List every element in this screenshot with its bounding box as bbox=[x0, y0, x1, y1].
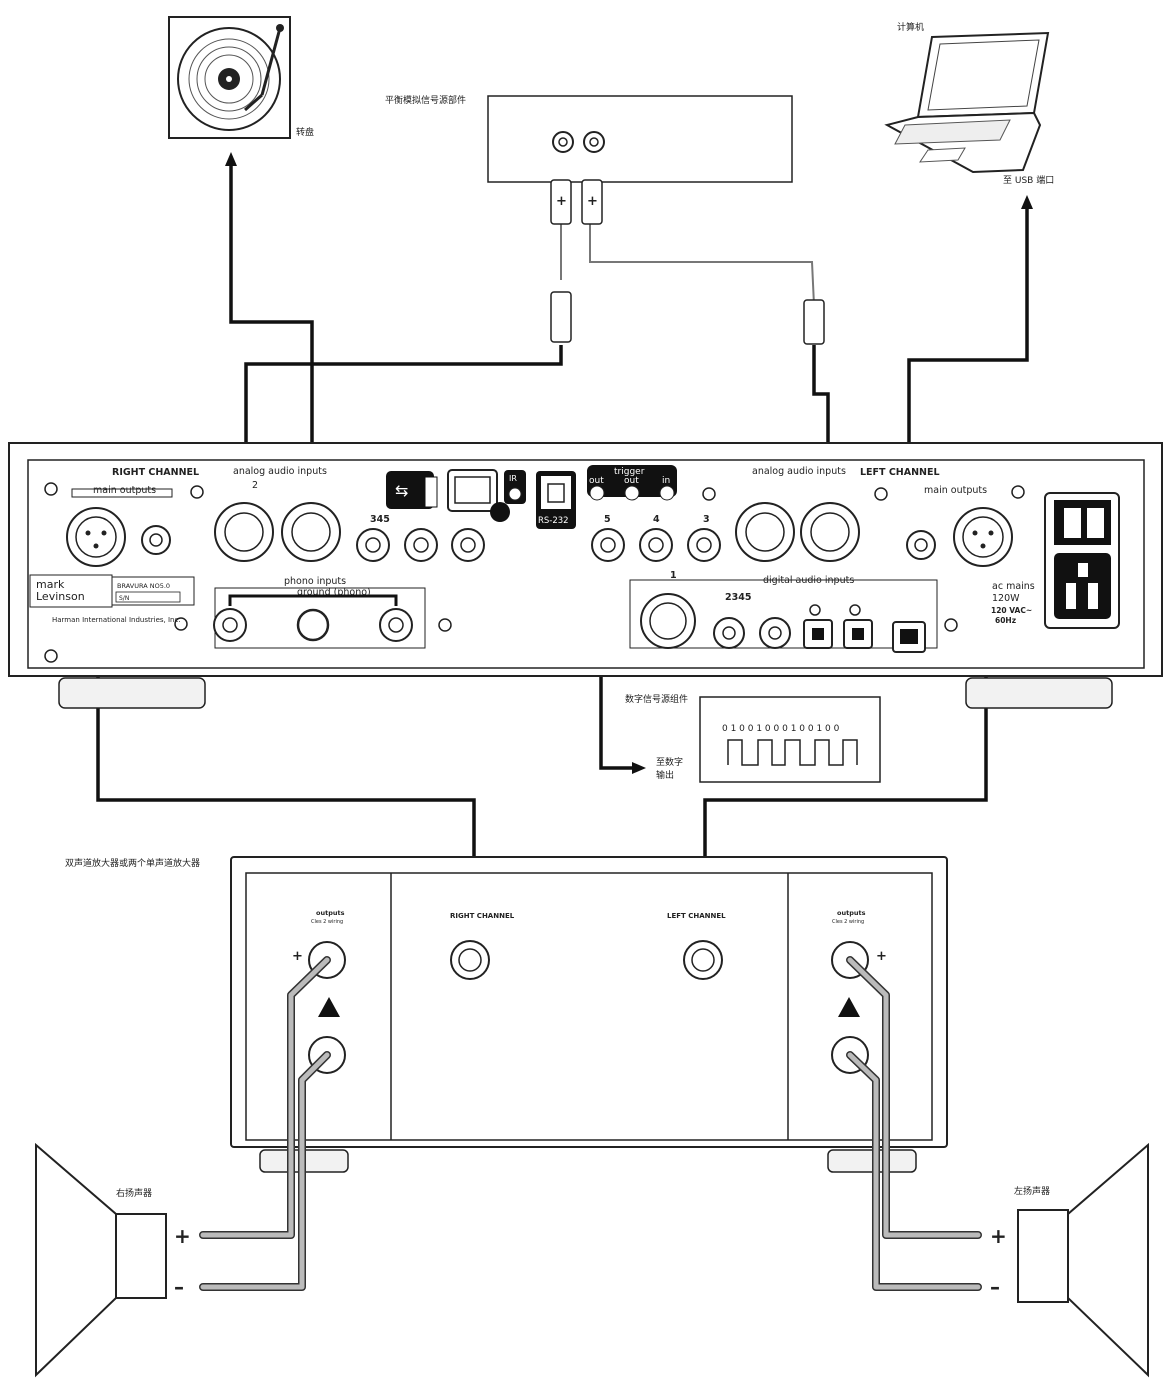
right-speaker-label: 右扬声器 bbox=[116, 1187, 152, 1199]
speaker-wires bbox=[199, 956, 982, 1291]
left-speaker-label: 左扬声器 bbox=[1014, 1185, 1050, 1197]
svg-text:+: + bbox=[587, 194, 598, 209]
analog-rca-left-group bbox=[591, 502, 860, 562]
trigger-out2-label: out bbox=[624, 476, 639, 486]
amp-caption: 双声道放大器或两个单声道放大器 bbox=[65, 857, 200, 869]
ir-label: IR bbox=[509, 474, 517, 483]
phono-jacks bbox=[213, 608, 413, 642]
usb-port-panel: ⇆ bbox=[386, 471, 438, 509]
analog-inputs-right-label: analog audio inputs bbox=[233, 466, 327, 477]
network-port bbox=[447, 469, 510, 522]
rca-4-label: 4 bbox=[653, 514, 660, 525]
svg-text:+: + bbox=[556, 194, 567, 209]
rs232-port bbox=[536, 471, 576, 529]
ac-voltage-label: 120 VAC~ bbox=[991, 606, 1032, 615]
brand-name-2: Levinson bbox=[36, 590, 85, 603]
digital-bits: 0 1 0 0 1 0 0 0 1 0 0 1 0 0 bbox=[722, 724, 840, 734]
digital-source-label: 数字信号源组件 bbox=[625, 693, 688, 705]
turntable bbox=[168, 16, 291, 139]
analog-xlr-right-number: 2 bbox=[252, 480, 258, 491]
ac-mains-label: ac mains bbox=[992, 581, 1035, 592]
digital-num-2345: 2345 bbox=[725, 592, 751, 603]
rca-5-label: 5 bbox=[604, 514, 611, 525]
amp-right-plus: + bbox=[292, 949, 303, 964]
ac-freq-label: 60Hz bbox=[995, 616, 1016, 625]
power-amplifier bbox=[230, 856, 948, 1173]
digital-inputs-label: digital audio inputs bbox=[763, 575, 854, 586]
trigger-panel bbox=[587, 465, 677, 501]
main-outputs-right-label: main outputs bbox=[93, 485, 156, 496]
rs232-label: RS-232 bbox=[538, 516, 569, 526]
brand-subtitle: Harman International Industries, Inc. bbox=[52, 616, 181, 624]
model-plate bbox=[111, 576, 195, 606]
main-output-xlr-right bbox=[66, 507, 126, 567]
digital-bracket bbox=[629, 579, 938, 649]
serial-label: S/N bbox=[119, 595, 129, 602]
laptop bbox=[884, 31, 1050, 174]
usb-port-label: 至 USB 端口 bbox=[1003, 174, 1054, 186]
main-output-rca-right bbox=[141, 525, 171, 555]
amp-outputs-left: outputs bbox=[837, 909, 866, 917]
ac-watts-label: 120W bbox=[992, 593, 1020, 604]
main-output-left bbox=[906, 507, 1013, 567]
digital-num-1: 1 bbox=[670, 570, 677, 581]
to-digital-output-1: 至数字 bbox=[656, 756, 683, 768]
left-speaker bbox=[1017, 1142, 1149, 1378]
analog-inputs-left-label: analog audio inputs bbox=[752, 466, 846, 477]
amp-outputs-left-sub: Cles 2 wiring bbox=[832, 919, 864, 925]
to-digital-output-2: 输出 bbox=[656, 769, 674, 781]
svg-text:⇆: ⇆ bbox=[395, 481, 408, 500]
preamp-rear-panel bbox=[8, 442, 1163, 709]
right-speaker bbox=[35, 1142, 167, 1378]
rca-345-label: 345 bbox=[370, 514, 390, 525]
balanced-cable-right bbox=[244, 345, 563, 500]
right-channel-label: RIGHT CHANNEL bbox=[112, 467, 199, 478]
digital-source bbox=[699, 696, 881, 783]
amp-right-channel: RIGHT CHANNEL bbox=[450, 912, 515, 920]
left-channel-label: LEFT CHANNEL bbox=[860, 467, 940, 478]
right-speaker-minus: – bbox=[174, 1275, 184, 1299]
main-outputs-bracket-right bbox=[71, 488, 173, 498]
trigger-out1-label: out bbox=[589, 476, 604, 486]
ir-jack bbox=[504, 470, 526, 504]
main-outputs-left-label: main outputs bbox=[924, 485, 987, 496]
rca-3-label: 3 bbox=[703, 514, 710, 525]
phono-ground-wire bbox=[228, 594, 398, 606]
phono-inputs-label: phono inputs bbox=[284, 576, 346, 587]
brand-name-1: mark bbox=[36, 578, 65, 591]
turntable-label: 转盘 bbox=[296, 126, 314, 138]
computer-label: 计算机 bbox=[897, 21, 924, 33]
balanced-source-label: 平衡模拟信号源部件 bbox=[385, 94, 466, 106]
trigger-label: trigger bbox=[614, 467, 645, 477]
right-speaker-plus: + bbox=[174, 1224, 191, 1248]
ground-label: ground (phono) bbox=[297, 587, 371, 598]
amp-outputs-right-sub: Cles 2 wiring bbox=[311, 919, 343, 925]
amp-left-plus: + bbox=[876, 949, 887, 964]
left-speaker-plus: + bbox=[990, 1224, 1007, 1248]
amp-left-channel: LEFT CHANNEL bbox=[667, 912, 726, 920]
amp-outputs-right: outputs bbox=[316, 909, 345, 917]
analog-xlr-right-group bbox=[214, 502, 485, 562]
digital-jacks bbox=[640, 593, 926, 653]
xlr-plugs: + + bbox=[550, 179, 825, 345]
model-label: BRAVURA NO5.0 bbox=[117, 582, 170, 590]
ac-inlet bbox=[1044, 492, 1120, 629]
balanced-source bbox=[487, 95, 793, 183]
left-speaker-minus: – bbox=[990, 1275, 1000, 1299]
trigger-in-label: in bbox=[662, 476, 670, 486]
